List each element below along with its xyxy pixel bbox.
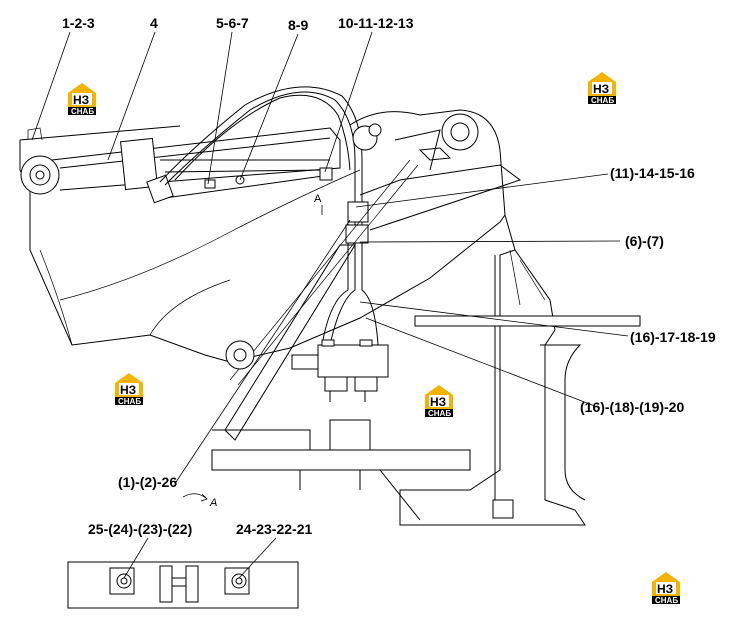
hydraulic-cylinder	[20, 127, 341, 204]
svg-text:СНАБ: СНАБ	[71, 107, 94, 116]
watermark-logo: НЗ СНАБ	[425, 385, 453, 418]
svg-text:СНАБ: СНАБ	[428, 409, 451, 418]
svg-text:СНАБ: СНАБ	[591, 96, 614, 105]
callout-16-18-19-20: (16)-(18)-(19)-20	[580, 399, 684, 415]
callout-1-2-26: (1)-(2)-26	[118, 474, 177, 490]
svg-text:НЗ: НЗ	[73, 93, 89, 107]
detail-view-a	[67, 561, 299, 609]
hydraulic-hoses	[159, 86, 379, 346]
callout-24-23-22-21: 24-23-22-21	[236, 521, 312, 537]
svg-text:СНАБ: СНАБ	[118, 397, 141, 406]
watermark-logo: НЗ СНАБ	[115, 373, 143, 406]
callout-6-7: (6)-(7)	[625, 233, 664, 249]
section-marker-label: A	[314, 193, 322, 205]
svg-text:НЗ: НЗ	[657, 582, 673, 596]
leader-lines	[31, 31, 629, 579]
arm-structure	[224, 109, 522, 441]
svg-text:НЗ: НЗ	[120, 383, 136, 397]
view-marker-label: A	[209, 497, 217, 509]
control-valve	[291, 339, 389, 402]
callout-10-11-12-13: 10-11-12-13	[338, 15, 414, 31]
callout-8-9: 8-9	[288, 17, 308, 33]
watermark-logo: НЗ СНАБ	[68, 83, 96, 116]
callout-labels: 1-2-3 4 5-6-7 8-9 10-11-12-13 (11)-14-15…	[62, 15, 716, 537]
callout-11-14-15-16: (11)-14-15-16	[610, 165, 695, 181]
callout-1-2-3: 1-2-3	[62, 15, 95, 31]
callout-25-24-23-22: 25-(24)-(23)-(22)	[88, 521, 192, 537]
callout-4: 4	[150, 15, 158, 31]
svg-text:НЗ: НЗ	[430, 395, 446, 409]
boom-body	[19, 125, 506, 363]
callout-5-6-7: 5-6-7	[216, 15, 249, 31]
callout-16-17-18-19: (16)-17-18-19	[630, 329, 716, 345]
svg-text:НЗ: НЗ	[593, 82, 609, 96]
watermark-logo: НЗ СНАБ	[588, 72, 616, 105]
watermark-logo: НЗ СНАБ	[652, 572, 680, 605]
main-frame	[211, 249, 641, 526]
view-marker: A A	[182, 193, 323, 509]
svg-text:СНАБ: СНАБ	[655, 596, 678, 605]
